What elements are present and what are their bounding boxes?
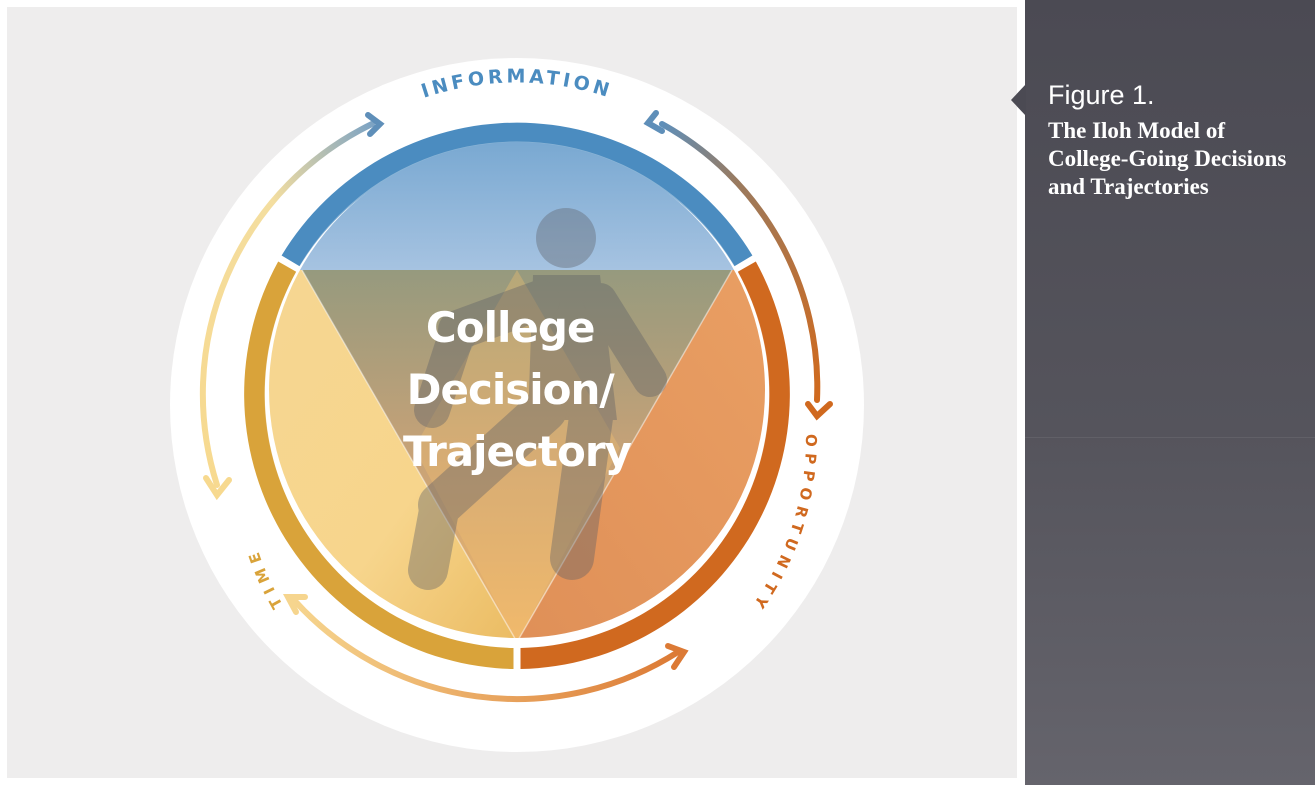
arrowhead-information-right (643, 110, 665, 134)
arrow-time-to-opportunity (291, 597, 681, 703)
arrowhead-time-bottom (283, 594, 308, 615)
ring-segment-information (281, 122, 753, 267)
arrow-time-to-information (199, 121, 375, 488)
arrowhead-time (203, 475, 232, 501)
center-triangle-overlay (414, 270, 620, 638)
walking-person-icon (408, 208, 667, 590)
arrowhead-opportunity-bottom (665, 643, 689, 670)
ring-segments (244, 122, 790, 669)
figure-label: Figure 1. (1048, 80, 1155, 110)
sidebar-pointer (1011, 84, 1026, 116)
figure-caption: The Iloh Model of College-Going Decision… (1048, 118, 1287, 199)
center-triangle (302, 270, 732, 638)
center-label-line-3: Trajectory (403, 427, 632, 476)
sidebar-divider (1025, 437, 1315, 438)
center-label-line-1: College (426, 303, 595, 352)
iloh-model-diagram: College Decision/ Trajectory INFORMATION… (170, 58, 864, 752)
figure-sidebar: Figure 1. The Iloh Model of College-Goin… (1011, 0, 1315, 785)
center-label: College Decision/ Trajectory (403, 303, 632, 476)
ring-segment-opportunity (520, 261, 790, 669)
arrowhead-information-left (365, 112, 385, 137)
ring-segment-time (244, 261, 514, 669)
arrow-information-to-opportunity (659, 121, 821, 403)
diagram-canvas: College Decision/ Trajectory INFORMATION… (7, 7, 1017, 778)
arrowhead-opportunity (805, 401, 833, 421)
center-label-line-2: Decision/ (407, 365, 616, 414)
cycle-arrows (199, 110, 833, 703)
triangle-edge-left (301, 269, 518, 638)
triangle-edge-right (516, 269, 733, 638)
